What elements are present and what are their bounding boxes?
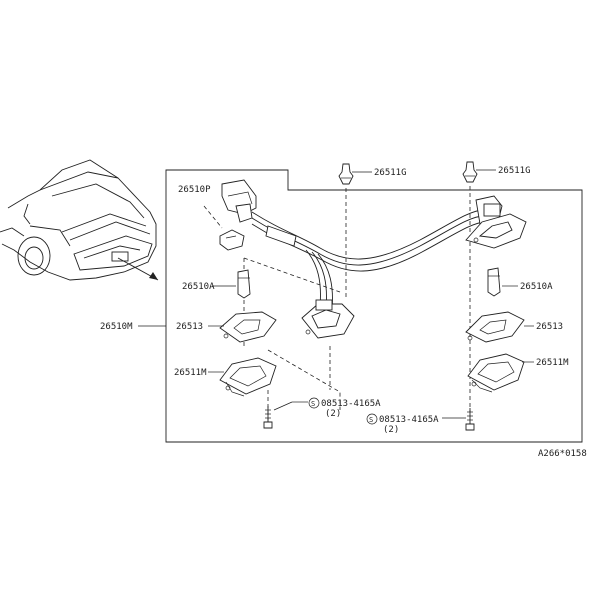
harness-clip xyxy=(219,229,245,251)
bulb-left xyxy=(338,163,354,185)
label-harness: 26510P xyxy=(178,185,211,195)
exploded-guide-top xyxy=(243,257,341,293)
label-socket-left: 26510A xyxy=(182,282,215,292)
socket-right xyxy=(487,267,501,297)
screw-right xyxy=(465,408,475,431)
bulb-right xyxy=(462,161,478,183)
lens-left xyxy=(219,357,277,397)
label-screw-right-qty: (2) xyxy=(383,425,399,435)
lamp-socket-right xyxy=(465,203,527,249)
gasket-right xyxy=(465,311,525,343)
assembly-frame xyxy=(165,169,583,443)
gasket-left xyxy=(219,311,277,343)
label-bulb-right: 26511G xyxy=(498,166,531,176)
label-screw-left-qty: (2) xyxy=(325,409,341,419)
label-socket-right: 26510A xyxy=(520,282,553,292)
label-screw-right: 08513-4165A xyxy=(379,415,439,425)
screw-badge-right-icon xyxy=(366,413,378,425)
wire-harness xyxy=(251,195,503,311)
label-bulb-left: 26511G xyxy=(374,168,407,178)
lens-right xyxy=(467,353,525,393)
label-lens-right: 26511M xyxy=(536,358,569,368)
label-gasket-right: 26513 xyxy=(536,322,563,332)
screw-badge-left-icon xyxy=(308,397,320,409)
screw-badge-right: S xyxy=(369,416,373,424)
screw-left xyxy=(263,406,273,429)
label-gasket-left: 26513 xyxy=(176,322,203,332)
label-assembly: 26510M xyxy=(100,322,133,332)
drawing-code: A266*0158 xyxy=(538,449,587,459)
harness-connector xyxy=(221,179,257,223)
label-screw-left: 08513-4165A xyxy=(321,399,381,409)
screw-badge-left: S xyxy=(311,400,315,408)
socket-left xyxy=(237,269,251,299)
pointer-arrow-icon xyxy=(149,272,158,280)
label-lens-left: 26511M xyxy=(174,368,207,378)
car-rear-illustration xyxy=(0,159,159,281)
lamp-socket-left xyxy=(301,299,355,339)
